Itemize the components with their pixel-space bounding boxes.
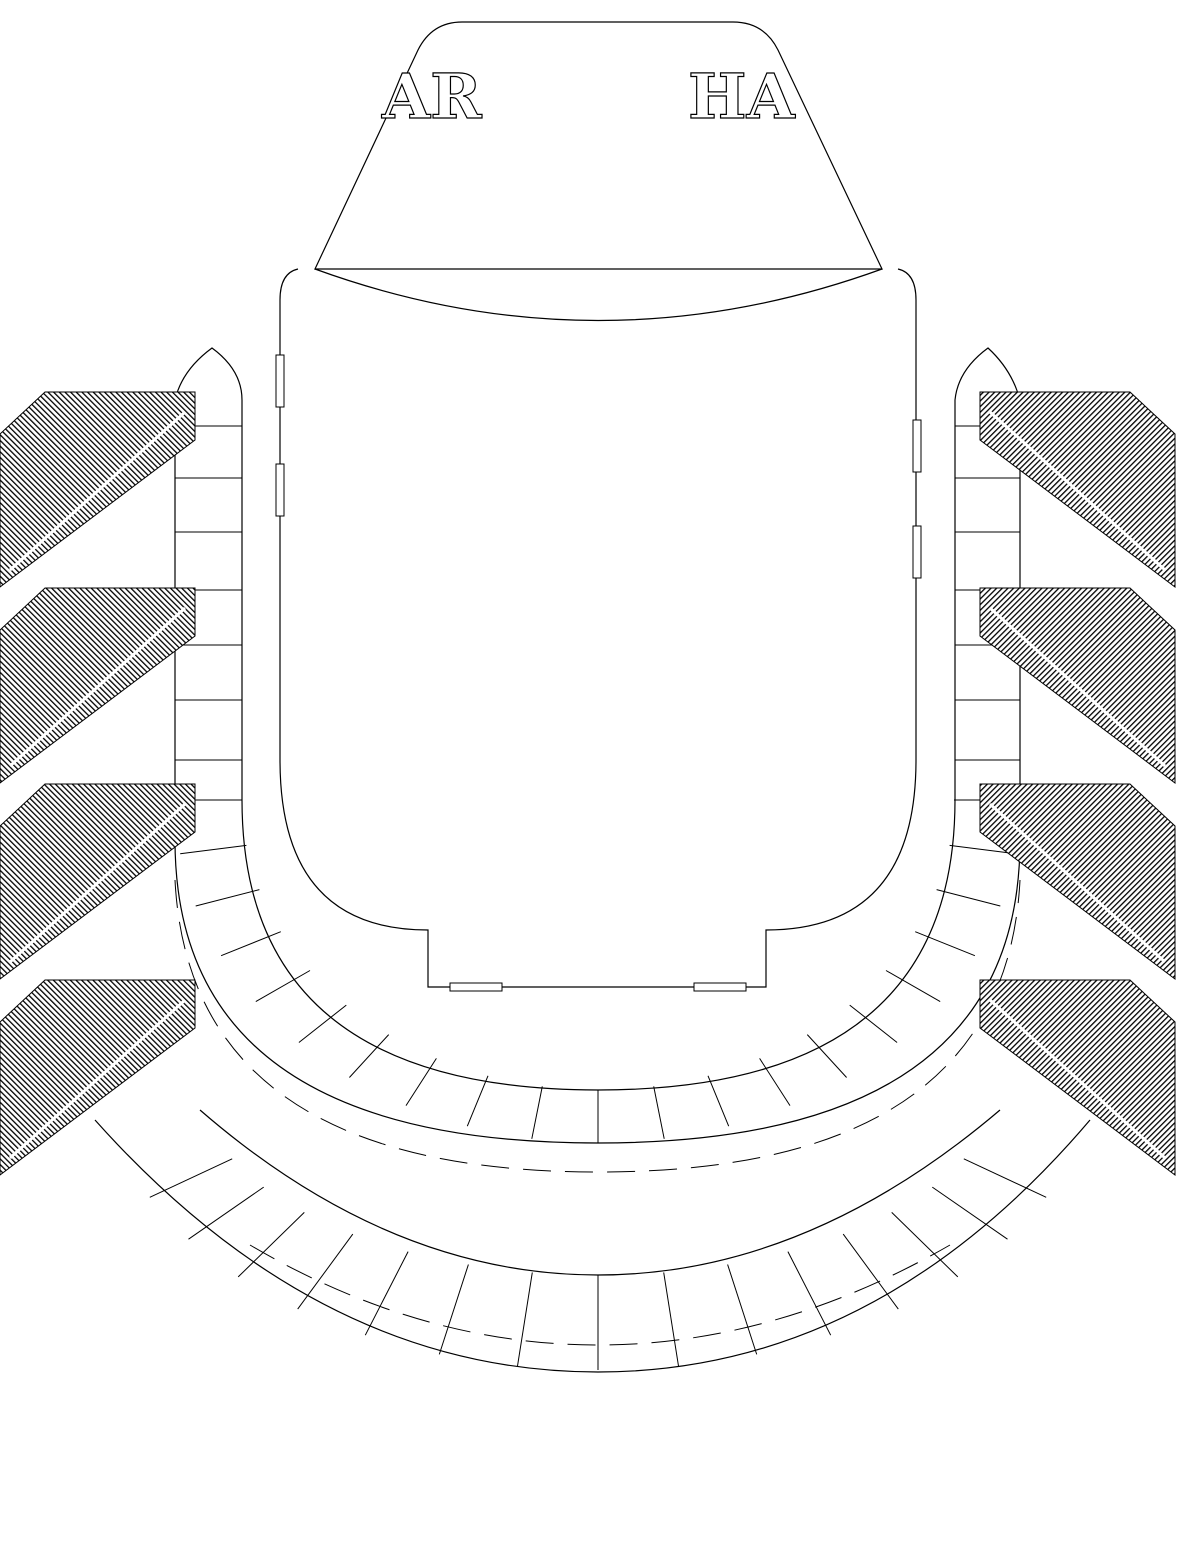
outer-row-divider <box>188 1186 264 1240</box>
outer-row-divider <box>891 1212 959 1278</box>
floor-rail-bottom-1 <box>449 982 503 992</box>
inner-row-divider <box>759 1058 791 1106</box>
left-block-2-stripe <box>8 606 187 768</box>
inner-row-divider <box>949 844 1016 855</box>
outer-row-divider <box>842 1233 899 1310</box>
outer-row-divider <box>237 1212 305 1278</box>
inner-row-divider <box>255 970 311 1003</box>
outer-row-divider <box>787 1251 832 1336</box>
inner-tier <box>174 347 1021 1173</box>
right-seating-blocks <box>979 391 1176 1177</box>
outer-row-divider <box>149 1158 233 1198</box>
left-block-1-stripe <box>8 410 187 572</box>
stage-outline <box>314 21 883 270</box>
floor-rail-bottom-2 <box>693 982 747 992</box>
inner-row-divider <box>405 1058 437 1106</box>
floor-rail-right-1 <box>912 419 922 473</box>
floor-rail-left-2 <box>275 463 285 517</box>
inner-row-divider <box>707 1075 730 1127</box>
inner-row-divider <box>466 1075 489 1127</box>
inner-row-divider <box>349 1034 390 1078</box>
outer-row-divider <box>438 1264 469 1355</box>
inner-row-divider <box>220 931 281 957</box>
outer-tier-dividers <box>149 1158 1047 1370</box>
stage-label-right: HA <box>688 60 796 133</box>
inner-tier-outline <box>174 347 1021 1144</box>
main-floor <box>275 268 922 992</box>
left-block-3-stripe <box>8 802 187 964</box>
inner-row-divider <box>915 931 976 957</box>
outer-row-divider <box>932 1186 1008 1240</box>
inner-row-divider <box>806 1034 847 1078</box>
inner-row-divider <box>936 889 1001 907</box>
outer-row-divider <box>727 1264 758 1355</box>
outer-row-divider <box>663 1272 679 1367</box>
outer-row-divider <box>364 1251 409 1336</box>
inner-tier-aisle <box>174 879 1021 1173</box>
floor-outline <box>279 268 917 988</box>
outer-tier-aisle <box>249 1244 951 1346</box>
inner-row-divider <box>653 1086 665 1139</box>
outer-row-divider <box>963 1158 1047 1198</box>
inner-row-divider <box>180 844 247 855</box>
stage-front-curve <box>314 268 883 322</box>
left-seating-blocks <box>0 391 196 1176</box>
right-block-1-stripe <box>988 410 1167 572</box>
outer-tier-inner-edge <box>199 1109 1001 1276</box>
floor-rail-right-2 <box>912 525 922 579</box>
right-block-4-stripe <box>988 998 1167 1160</box>
inner-row-divider <box>849 1004 898 1043</box>
outer-row-divider <box>517 1272 533 1367</box>
right-block-3-stripe <box>988 802 1167 964</box>
stage-area: AR HA <box>314 21 883 322</box>
outer-row-divider <box>297 1233 354 1310</box>
inner-row-divider <box>885 970 941 1003</box>
outer-tier <box>94 1109 1091 1373</box>
right-block-2-stripe <box>988 606 1167 768</box>
inner-row-divider <box>298 1004 347 1043</box>
inner-row-divider <box>531 1086 543 1139</box>
inner-row-divider <box>195 889 260 907</box>
outer-tier-outer-edge <box>94 1119 1091 1373</box>
inner-tier-dividers <box>175 425 1021 1143</box>
floor-rail-left-1 <box>275 354 285 408</box>
stage-label-left: AR <box>381 60 482 133</box>
left-block-4-stripe <box>8 998 187 1160</box>
